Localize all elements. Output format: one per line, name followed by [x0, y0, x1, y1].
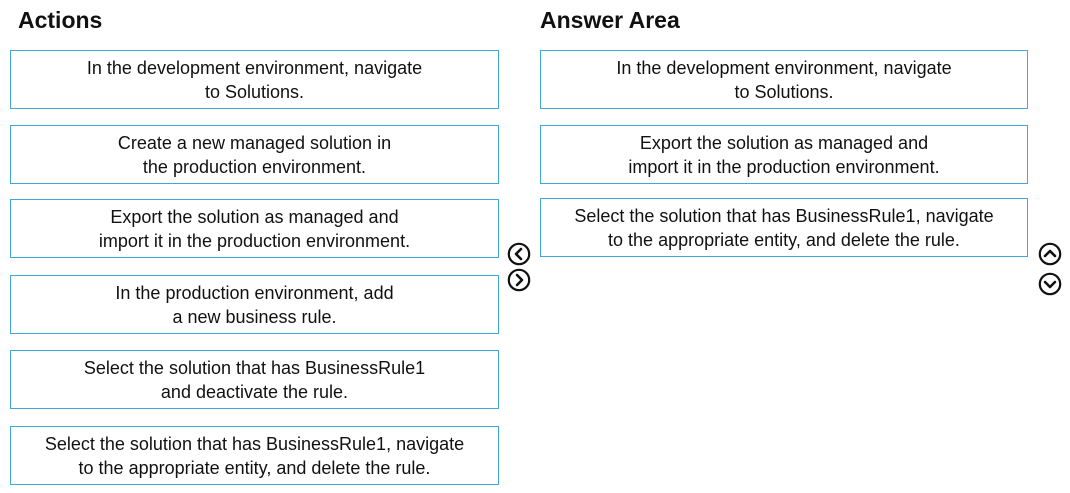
action-item-label: Select the solution that has BusinessRul… [83, 357, 426, 402]
answer-item-label: In the development environment, navigate… [616, 57, 952, 102]
answer-item-label: Select the solution that has BusinessRul… [574, 205, 994, 250]
move-left-button[interactable] [507, 242, 531, 266]
answer-item[interactable]: Select the solution that has BusinessRul… [540, 198, 1028, 257]
action-item[interactable]: Select the solution that has BusinessRul… [10, 426, 499, 485]
answer-item[interactable]: Export the solution as managed and impor… [540, 125, 1028, 184]
answer-item-label: Export the solution as managed and impor… [628, 132, 940, 177]
action-item-label: In the development environment, navigate… [86, 57, 423, 102]
action-item-label: In the production environment, add a new… [115, 282, 394, 327]
action-item-label: Select the solution that has BusinessRul… [44, 433, 465, 478]
move-down-button[interactable] [1038, 272, 1062, 296]
action-item[interactable]: Create a new managed solution in the pro… [10, 125, 499, 184]
chevron-right-circle-icon [507, 268, 531, 292]
action-item[interactable]: Export the solution as managed and impor… [10, 199, 499, 258]
chevron-up-circle-icon [1038, 242, 1062, 266]
actions-heading: Actions [18, 7, 103, 33]
answer-item[interactable]: In the development environment, navigate… [540, 50, 1028, 109]
move-up-button[interactable] [1038, 242, 1062, 266]
action-item[interactable]: In the production environment, add a new… [10, 275, 499, 334]
chevron-left-circle-icon [507, 242, 531, 266]
action-item[interactable]: Select the solution that has BusinessRul… [10, 350, 499, 409]
answer-area-heading: Answer Area [540, 7, 680, 33]
action-item[interactable]: In the development environment, navigate… [10, 50, 499, 109]
action-item-label: Create a new managed solution in the pro… [117, 132, 392, 177]
move-right-button[interactable] [507, 268, 531, 292]
chevron-down-circle-icon [1038, 272, 1062, 296]
action-item-label: Export the solution as managed and impor… [98, 206, 411, 251]
